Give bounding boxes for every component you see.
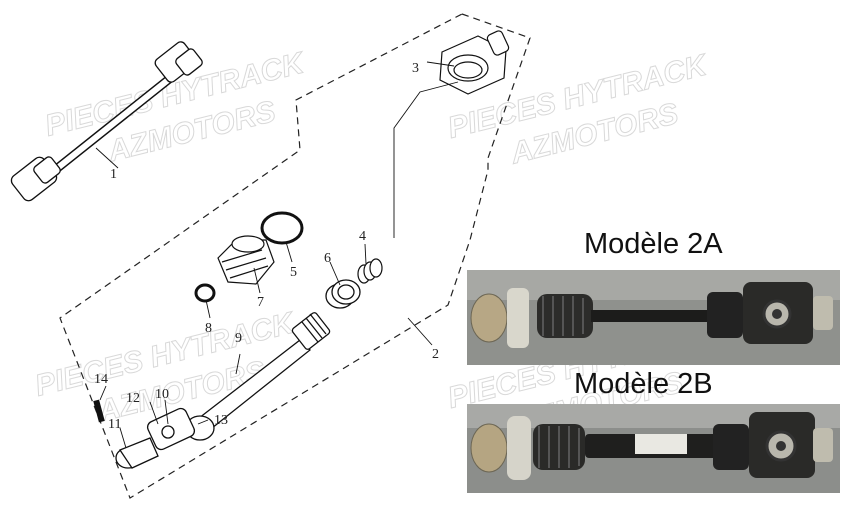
part-9-shaft-assembly xyxy=(115,312,331,469)
model-2b-label: Modèle 2B xyxy=(574,368,713,400)
callout-9: 9 xyxy=(235,331,242,346)
callout-8: 8 xyxy=(205,321,212,336)
part-4-spring xyxy=(357,258,383,284)
assembly-2-outline xyxy=(59,13,531,499)
model-2b-photo xyxy=(467,404,840,493)
callout-1: 1 xyxy=(110,167,117,182)
callout-7: 7 xyxy=(257,295,264,310)
part-8-ring xyxy=(194,283,216,303)
callout-4: 4 xyxy=(359,229,366,244)
part-14-pin xyxy=(93,399,105,423)
part-5-ring xyxy=(260,211,304,245)
callout-12: 12 xyxy=(126,391,140,406)
callout-6: 6 xyxy=(324,251,331,266)
callout-10: 10 xyxy=(155,387,169,402)
callout-numbers: 1 2 3 4 5 6 7 8 9 10 11 12 13 14 xyxy=(94,61,439,432)
callout-3: 3 xyxy=(412,61,419,76)
part-7-boot xyxy=(217,235,275,285)
callout-11: 11 xyxy=(108,417,121,432)
part-3-flange xyxy=(439,30,510,95)
callout-13: 13 xyxy=(214,413,228,428)
callout-2: 2 xyxy=(432,347,439,362)
leader-lines xyxy=(95,61,459,449)
model-2a-photo xyxy=(467,270,840,365)
model-2a-label: Modèle 2A xyxy=(584,228,723,260)
callout-5: 5 xyxy=(290,265,297,280)
part-1-drive-shaft xyxy=(10,41,203,202)
part-6-collar xyxy=(325,279,361,309)
callout-14: 14 xyxy=(94,372,108,387)
